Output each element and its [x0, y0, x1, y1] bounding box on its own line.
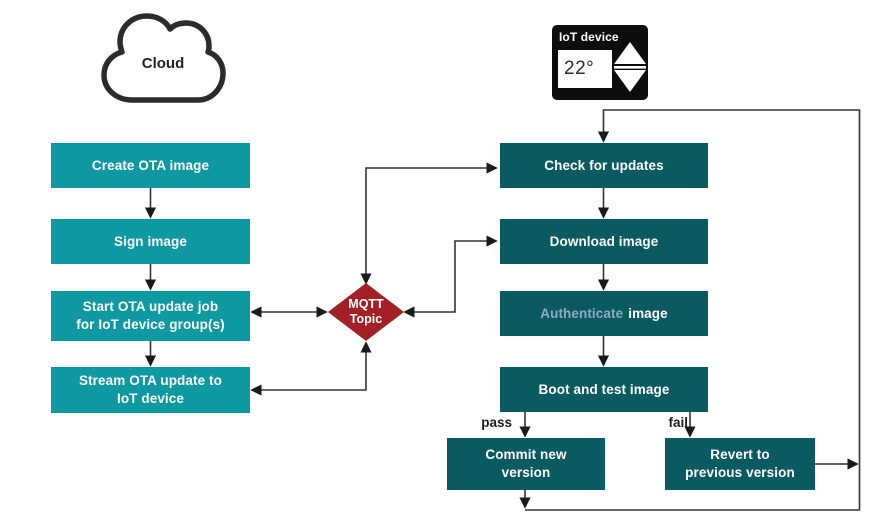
flow-box-authenticate-image: Authenticate image: [500, 291, 708, 336]
fail-label: fail: [668, 415, 688, 430]
box-label: Start OTA update job for IoT device grou…: [76, 299, 225, 332]
temperature-value: 22°: [564, 58, 595, 79]
diamond-label: MQTT Topic: [348, 297, 384, 326]
flow-box-check-for-updates: Check for updates: [500, 143, 708, 188]
box-label: Stream OTA update to IoT device: [78, 373, 222, 406]
temperature-display: 22°: [558, 50, 612, 88]
flow-box-start-ota-update-job: Start OTA update job for IoT device grou…: [51, 291, 250, 341]
box-label-accent: Authenticate: [540, 305, 624, 321]
flow-box-create-ota-image: Create OTA image: [51, 143, 250, 188]
box-label: Boot and test image: [538, 381, 670, 397]
thermostat-arrows: [614, 42, 646, 92]
thermostat-divider: [614, 66, 646, 69]
pass-label: pass: [481, 415, 512, 430]
flow-box-revert-previous-version: Revert to previous version: [665, 438, 815, 490]
box-label: Commit new version: [485, 447, 567, 480]
box-label: image: [628, 305, 668, 321]
cloud-label: Cloud: [141, 55, 185, 72]
thermostat-down-icon: [614, 70, 646, 92]
arrow-loop-to-checkupdates: [525, 109, 861, 511]
box-label: Download image: [549, 233, 659, 249]
thermostat-up-icon: [614, 42, 646, 64]
flow-box-commit-new-version: Commit new version: [447, 438, 605, 490]
box-label: Check for updates: [544, 157, 664, 173]
box-label: Sign image: [113, 233, 187, 249]
box-label: Create OTA image: [91, 157, 210, 173]
box-label: Revert to previous version: [685, 447, 795, 480]
iot-device-label: IoT device: [559, 30, 619, 44]
cloud-shape: [98, 12, 228, 108]
flow-box-stream-ota-update: Stream OTA update to IoT device: [51, 367, 250, 413]
flow-box-sign-image: Sign image: [51, 219, 250, 264]
cloud-icon: [101, 13, 226, 103]
flow-box-download-image: Download image: [500, 219, 708, 264]
arrow-mqtt-download: [403, 235, 498, 318]
iot-device: IoT device 22°: [552, 25, 648, 100]
flow-box-boot-and-test: Boot and test image: [500, 367, 708, 412]
arrow-stream-mqtt: [250, 341, 372, 396]
arrow-mqtt-checkupdates: [360, 162, 498, 285]
